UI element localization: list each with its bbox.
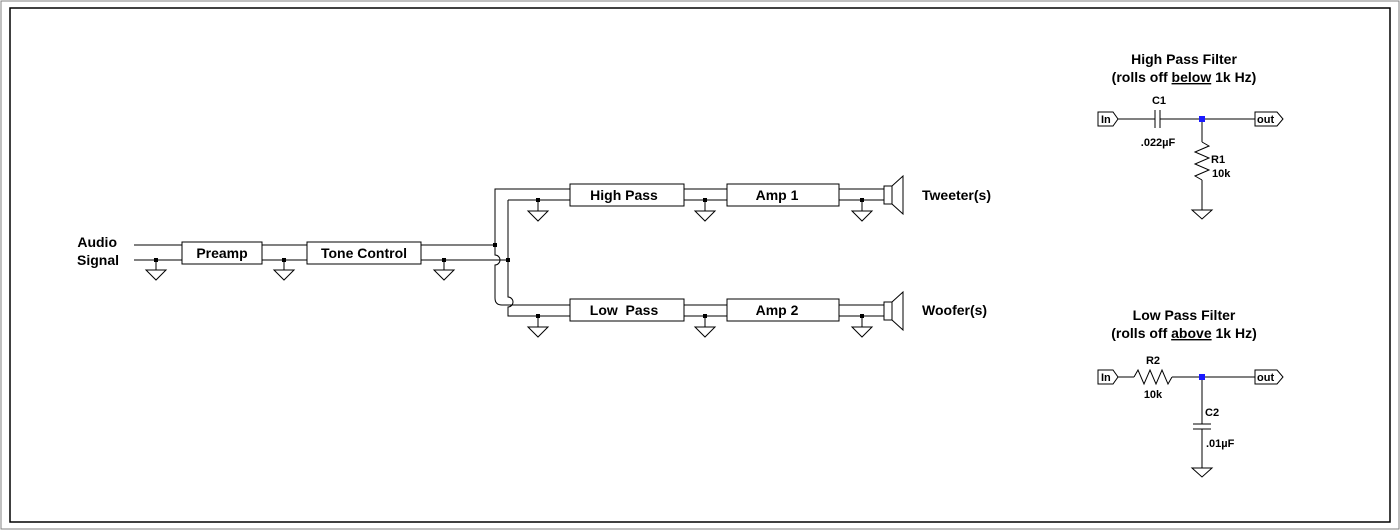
- audio-label: Audio: [77, 234, 117, 250]
- r2-value: 10k: [1144, 389, 1163, 401]
- ground-icon: [1190, 467, 1214, 478]
- tweeter-label: Tweeter(s): [922, 187, 991, 203]
- ground-symbol: [432, 258, 456, 281]
- capacitor-icon: [1193, 423, 1211, 430]
- capacitor-icon: [1154, 110, 1161, 128]
- amp2-block: [726, 298, 840, 322]
- tone-control-label: Tone Control: [321, 245, 407, 261]
- high-pass-label: High Pass: [590, 187, 658, 203]
- amp2-label: Amp 2: [756, 302, 799, 318]
- inner-frame: [9, 7, 1391, 523]
- tone-control-block: [306, 241, 422, 265]
- lpf-title: Low Pass Filter: [1133, 307, 1236, 323]
- node-junction: [1199, 116, 1205, 122]
- resistor-icon: [1193, 141, 1211, 181]
- svg-text:In: In: [1101, 372, 1111, 384]
- high-pass-filter-schematic: High Pass Filter (rolls off below 1k Hz)…: [1097, 51, 1284, 220]
- high-pass-block: [569, 183, 685, 207]
- ground-symbol: [850, 314, 874, 338]
- woofer-label: Woofer(s): [922, 302, 987, 318]
- preamp-block: [181, 241, 263, 265]
- signal-chain: Audio Signal Preamp Tone Control: [77, 174, 991, 338]
- signal-label: Signal: [77, 252, 119, 268]
- low-pass-block: [569, 298, 685, 322]
- r1-name: R1: [1211, 154, 1225, 166]
- svg-text:In: In: [1101, 114, 1111, 126]
- resistor-icon: [1133, 368, 1173, 386]
- c2-value: .01µF: [1206, 438, 1235, 450]
- speaker-icon: [883, 174, 904, 216]
- ground-icon: [1190, 209, 1214, 220]
- hpf-title: High Pass Filter: [1131, 51, 1237, 67]
- r2-name: R2: [1146, 355, 1160, 367]
- svg-text:out: out: [1257, 114, 1274, 126]
- c1-name: C1: [1152, 95, 1166, 107]
- ground-symbol: [272, 258, 296, 281]
- svg-text:out: out: [1257, 372, 1274, 384]
- c1-value: .022µF: [1141, 137, 1176, 149]
- low-pass-label: Low Pass: [590, 302, 659, 318]
- node-junction: [1199, 374, 1205, 380]
- lpf-subtitle: (rolls off above 1k Hz): [1111, 325, 1256, 341]
- ground-symbol: [526, 198, 550, 222]
- out-port: out: [1254, 369, 1284, 385]
- ground-symbol: [144, 258, 168, 281]
- amp1-label: Amp 1: [756, 187, 799, 203]
- r1-value: 10k: [1212, 168, 1231, 180]
- ground-symbol: [526, 314, 550, 338]
- woofer-hot-wire: [494, 245, 570, 306]
- hpf-subtitle: (rolls off below 1k Hz): [1112, 69, 1257, 85]
- in-port: In: [1097, 111, 1119, 127]
- ground-symbol: [693, 314, 717, 338]
- ground-symbol: [850, 198, 874, 222]
- amp1-block: [726, 183, 840, 207]
- c2-name: C2: [1205, 407, 1219, 419]
- out-port: out: [1254, 111, 1284, 127]
- low-pass-filter-schematic: Low Pass Filter (rolls off above 1k Hz) …: [1097, 307, 1284, 478]
- in-port: In: [1097, 369, 1119, 385]
- preamp-label: Preamp: [196, 245, 247, 261]
- tweeter-hot-wire: [494, 188, 570, 245]
- speaker-icon: [883, 290, 904, 332]
- ground-symbol: [693, 198, 717, 222]
